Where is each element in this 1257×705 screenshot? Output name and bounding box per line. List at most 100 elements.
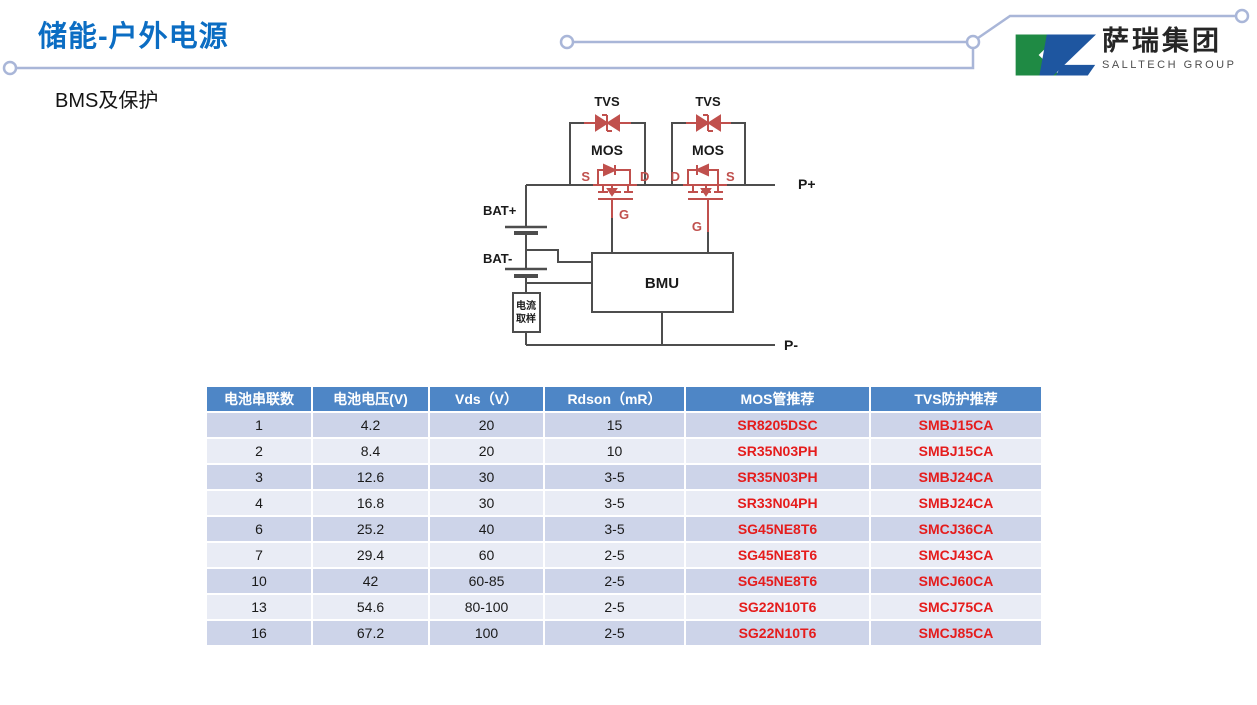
- table-header-row: 电池串联数 电池电压(V) Vds（V） Rdson（mR） MOS管推荐 TV…: [205, 385, 1043, 413]
- table-cell: SMBJ24CA: [869, 463, 1043, 491]
- table-cell: 7: [205, 541, 313, 569]
- logo-company-name-en: SALLTECH GROUP: [1102, 59, 1237, 71]
- table-cell: 2: [205, 437, 313, 465]
- table-cell: 12.6: [311, 463, 430, 491]
- table-cell: 60-85: [428, 567, 545, 595]
- table-cell: 8.4: [311, 437, 430, 465]
- mos2-drain-label: D: [671, 169, 680, 184]
- bat-plus-label: BAT+: [483, 203, 517, 218]
- table-cell: SMBJ15CA: [869, 411, 1043, 439]
- bmu-box: [591, 252, 734, 313]
- table-cell: 30: [428, 463, 545, 491]
- table-cell: SMCJ36CA: [869, 515, 1043, 543]
- bms-circuit-diagram: TVS TVS MOS MOS S D D S G G BAT+ BAT- BM…: [483, 94, 816, 353]
- logo-mark-icon: [1015, 34, 1096, 76]
- table-cell: SR8205DSC: [684, 411, 871, 439]
- tvs-diode-icon: [686, 114, 731, 132]
- circuit-wiring: [525, 122, 775, 346]
- company-logo: 萨瑞集团 SALLTECH GROUP: [1014, 24, 1236, 86]
- table-cell: SG45NE8T6: [684, 541, 871, 569]
- trace-node-icon: [965, 34, 981, 50]
- trace-node-icon: [1234, 8, 1250, 24]
- table-cell: SMBJ15CA: [869, 437, 1043, 465]
- col-header-tvs-recommend: TVS防护推荐: [869, 385, 1043, 413]
- decorative-trace: [2, 8, 1250, 76]
- table-cell: SR35N03PH: [684, 463, 871, 491]
- table-cell: 40: [428, 515, 545, 543]
- table-cell: SG45NE8T6: [684, 515, 871, 543]
- trace-line-diagonal: [977, 14, 1236, 40]
- current-sample-box: [512, 292, 541, 333]
- tvs-diode-icon: [584, 114, 631, 132]
- table-cell: SG22N10T6: [684, 593, 871, 621]
- table-cell: 13: [205, 593, 313, 621]
- table-cell: 10: [205, 567, 313, 595]
- table-cell: 3: [205, 463, 313, 491]
- table-cell: 3-5: [543, 463, 686, 491]
- table-cell: SMCJ43CA: [869, 541, 1043, 569]
- mos2-source-label: S: [726, 169, 735, 184]
- mos1-drain-label: D: [640, 169, 649, 184]
- table-cell: 67.2: [311, 619, 430, 647]
- table-cell: 2-5: [543, 593, 686, 621]
- table-cell: 2-5: [543, 567, 686, 595]
- p-plus-label: P+: [798, 176, 816, 192]
- col-header-mos-recommend: MOS管推荐: [684, 385, 871, 413]
- table-cell: SR35N03PH: [684, 437, 871, 465]
- mos2-gate-label: G: [692, 219, 702, 234]
- table-cell: 80-100: [428, 593, 545, 621]
- trace-node-icon: [2, 60, 18, 76]
- table-cell: 4: [205, 489, 313, 517]
- mos1-source-label: S: [581, 169, 590, 184]
- recommendation-table: 电池串联数 电池电压(V) Vds（V） Rdson（mR） MOS管推荐 TV…: [205, 385, 1043, 647]
- table-cell: SR33N04PH: [684, 489, 871, 517]
- table-cell: 16.8: [311, 489, 430, 517]
- tvs1-label: TVS: [594, 94, 620, 109]
- table-cell: SMBJ24CA: [869, 489, 1043, 517]
- col-header-series-count: 电池串联数: [205, 385, 313, 413]
- current-sample-label: 电流: [516, 299, 536, 312]
- current-sample-label: 取样: [516, 312, 536, 325]
- table-cell: 54.6: [311, 593, 430, 621]
- table-cell: 20: [428, 411, 545, 439]
- table-cell: SG45NE8T6: [684, 567, 871, 595]
- table-cell: SMCJ85CA: [869, 619, 1043, 647]
- logo-company-name: 萨瑞集团: [1102, 26, 1222, 56]
- table-cell: 42: [311, 567, 430, 595]
- table-cell: 29.4: [311, 541, 430, 569]
- col-header-battery-voltage: 电池电压(V): [311, 385, 430, 413]
- col-header-vds: Vds（V）: [428, 385, 545, 413]
- table-cell: 1: [205, 411, 313, 439]
- table-cell: 16: [205, 619, 313, 647]
- mos1-label: MOS: [591, 142, 623, 158]
- table-cell: 100: [428, 619, 545, 647]
- table-cell: 3-5: [543, 515, 686, 543]
- battery-symbols: [505, 225, 547, 278]
- table-cell: 60: [428, 541, 545, 569]
- mos1-gate-label: G: [619, 207, 629, 222]
- table-cell: 2-5: [543, 619, 686, 647]
- tvs2-label: TVS: [695, 94, 721, 109]
- page-title: 储能-户外电源: [38, 21, 229, 53]
- table-cell: 20: [428, 437, 545, 465]
- table-cell: 6: [205, 515, 313, 543]
- table-cell: 25.2: [311, 515, 430, 543]
- table-cell: 3-5: [543, 489, 686, 517]
- table-cell: SMCJ60CA: [869, 567, 1043, 595]
- section-subtitle: BMS及保护: [55, 90, 159, 112]
- p-minus-label: P-: [784, 337, 798, 353]
- table-cell: 30: [428, 489, 545, 517]
- mos2-label: MOS: [692, 142, 724, 158]
- table-cell: 2-5: [543, 541, 686, 569]
- table-cell: 15: [543, 411, 686, 439]
